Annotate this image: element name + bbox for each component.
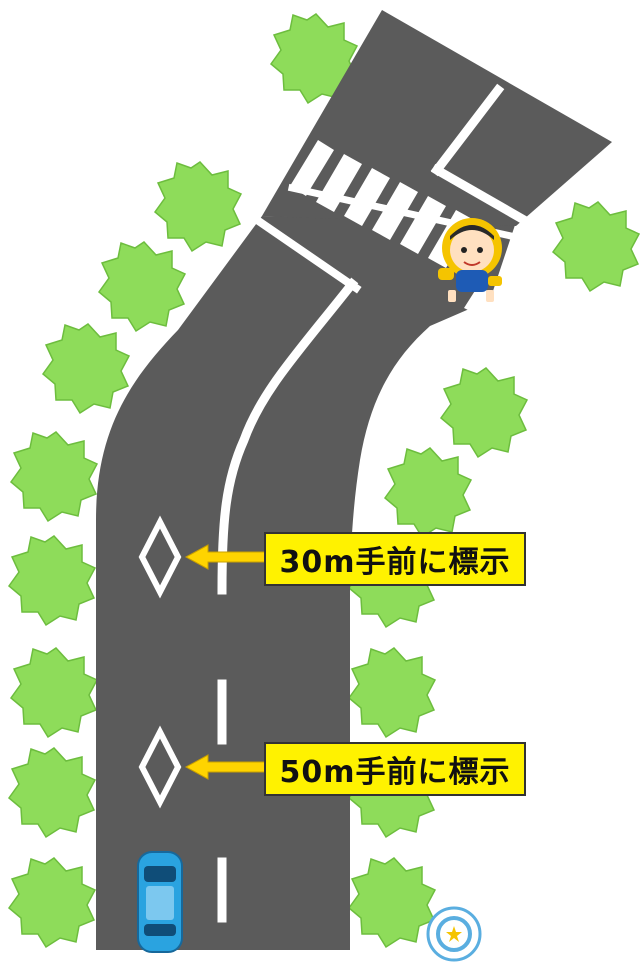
tree-icon: [384, 447, 472, 538]
road: [96, 10, 612, 950]
tree-icon: [98, 241, 186, 332]
tree-icon: [10, 431, 98, 522]
tree-icon: [8, 747, 96, 838]
tree-icon: [8, 857, 96, 948]
tree-icon: [154, 161, 242, 252]
tree-icon: [42, 323, 130, 414]
diamond-markings: [138, 515, 182, 809]
tree-icon: [440, 367, 528, 458]
tree-icon: [348, 647, 436, 738]
car-icon: [137, 851, 183, 953]
tree-icon: [552, 201, 640, 292]
tree-icon: [348, 857, 436, 948]
tree-icon: [10, 647, 98, 738]
driving-school-logo-icon: [426, 906, 482, 962]
school-child-icon: [438, 218, 502, 302]
tree-icon: [8, 535, 96, 626]
marker-label-50m: 50m手前に標示: [264, 742, 526, 796]
marker-label-30m: 30m手前に標示: [264, 532, 526, 586]
diamond-marking-30m: [138, 515, 182, 599]
diamond-marking-50m: [138, 725, 182, 809]
